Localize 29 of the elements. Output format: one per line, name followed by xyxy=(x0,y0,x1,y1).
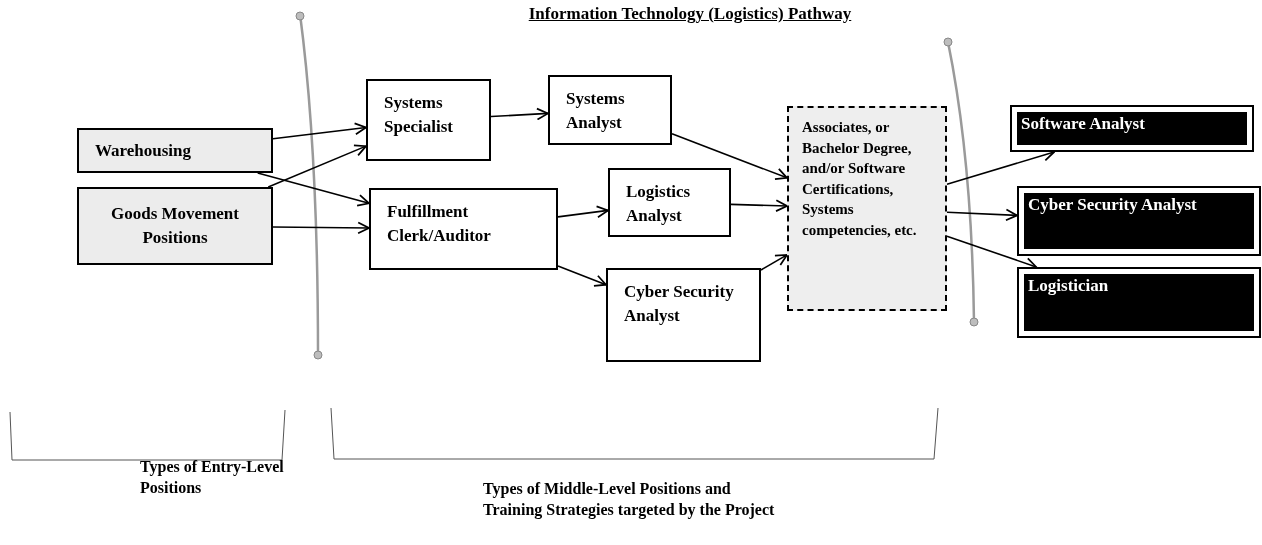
job-title: Logistician xyxy=(1024,274,1254,331)
requirements-box: Associates, or Bachelor Degree, and/or Software Certifications, Systems competencies, etc. xyxy=(787,106,947,311)
arrow xyxy=(946,208,1018,222)
arrow xyxy=(256,172,370,207)
arrow xyxy=(557,265,607,287)
position-box: Fulfillment Clerk/Auditor xyxy=(369,188,558,270)
position-box: Goods Movement Positions xyxy=(77,187,273,265)
position-box: Warehousing xyxy=(77,128,273,173)
career-box xyxy=(1017,267,1261,338)
arrow xyxy=(272,122,367,140)
arrow xyxy=(557,205,609,219)
job-title: Software Analyst xyxy=(1017,112,1247,145)
position-box: Cyber Security Analyst xyxy=(606,268,761,362)
arrow xyxy=(267,144,367,188)
diagram-title: Information Technology (Logistics) Pathway xyxy=(527,3,853,25)
position-box: Systems Specialist xyxy=(366,79,491,161)
arrow xyxy=(760,254,788,271)
career-box xyxy=(1010,105,1254,152)
arrow xyxy=(490,107,549,121)
caption-text: Types of Entry-Level Positions xyxy=(140,457,285,498)
caption-text: Types of Middle-Level Positions and Training Strategies targeted by the Project xyxy=(483,479,776,520)
arrow xyxy=(946,235,1038,270)
arrow xyxy=(272,221,370,235)
position-box: Systems Analyst xyxy=(548,75,672,145)
position-box: Logistics Analyst xyxy=(608,168,731,237)
career-box xyxy=(1017,186,1261,256)
arrow xyxy=(730,199,788,212)
job-title: Cyber Security Analyst xyxy=(1024,193,1254,249)
arrow xyxy=(671,132,788,180)
